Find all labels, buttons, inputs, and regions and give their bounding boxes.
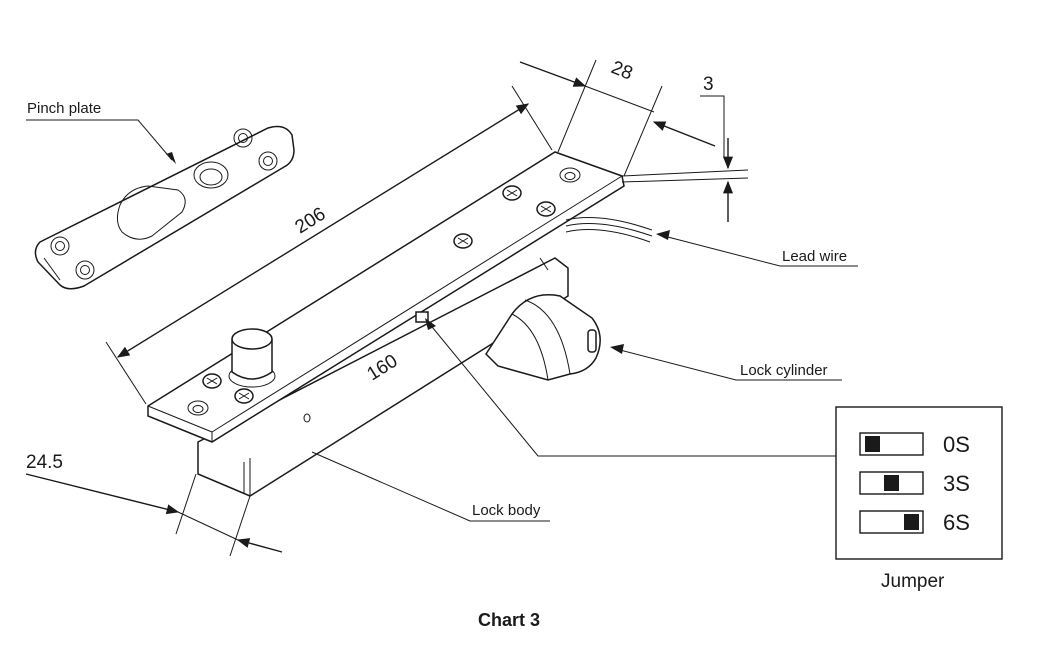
screw [453,233,473,249]
screw [234,388,254,404]
callout-lock-cylinder: Lock cylinder [610,344,842,381]
jumper-option-6s: 6S [859,510,970,535]
jumper-3s-label: 3S [943,471,970,496]
jumper-option-0s: 0S [859,432,970,457]
callout-jumper [425,318,836,457]
dimension-3-label: 3 [703,74,714,95]
jumper-6s-label: 6S [943,510,970,535]
lock-cylinder-label: Lock cylinder [740,362,828,379]
screw [202,373,222,389]
dimension-24-5-label: 24.5 [26,452,63,473]
jumper-box: 0S 3S 6S Jumper [835,406,1003,592]
lead-wire [565,169,749,243]
screw [502,185,522,201]
lead-wire-label: Lead wire [782,248,847,265]
jumper-title: Jumper [881,571,945,592]
callout-lock-body: Lock body [311,451,550,522]
screw [536,201,556,217]
jumper-0s-label: 0S [943,432,970,457]
lock-body-label: Lock body [472,502,541,519]
pinch-plate-label: Pinch plate [27,100,101,117]
chart-caption: Chart 3 [478,610,540,630]
dimension-28-label: 28 [608,57,635,84]
dimension-3: 3 [700,74,734,222]
callout-pinch-plate: Pinch plate [26,100,176,164]
callout-lead-wire: Lead wire [656,230,858,267]
dimension-24-5: 24.5 [25,452,283,557]
jumper-option-3s: 3S [859,471,970,496]
dimension-206-label: 206 [292,204,330,239]
